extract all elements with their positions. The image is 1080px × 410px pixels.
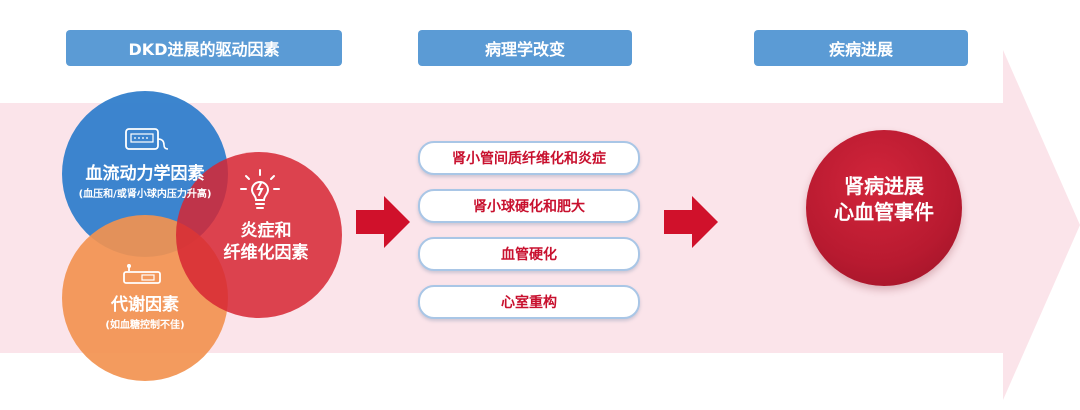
outcome-circle <box>806 130 962 286</box>
outcome-label: 肾病进展 心血管事件 <box>806 173 962 225</box>
hemodynamic-label: 血流动力学因素 (血压和/或肾小球内压力升高) <box>62 163 228 202</box>
outcome-line2: 心血管事件 <box>834 200 934 224</box>
inflammation-title-line2: 纤维化因素 <box>223 243 309 263</box>
metabolic-subtitle: (如血糖控制不佳) <box>105 320 185 331</box>
metabolic-title: 代谢因素 <box>111 295 179 315</box>
blood-pressure-monitor-icon <box>125 128 169 150</box>
lightbulb-icon <box>240 169 280 209</box>
header-progression: 疾病进展 <box>754 30 968 66</box>
inflammation-title-line1: 炎症和 <box>240 221 292 241</box>
pathology-item-3: 血管硬化 <box>418 237 640 271</box>
outcome-line1: 肾病进展 <box>844 174 924 198</box>
pathology-item-1: 肾小管间质纤维化和炎症 <box>418 141 640 175</box>
header-pathology: 病理学改变 <box>418 30 632 66</box>
hemodynamic-subtitle: (血压和/或肾小球内压力升高) <box>78 189 212 200</box>
arrow-right-icon <box>356 196 410 248</box>
glucose-meter-icon <box>123 264 161 284</box>
circle-inflammation <box>176 152 342 318</box>
pathology-item-4: 心室重构 <box>418 285 640 319</box>
hemodynamic-title: 血流动力学因素 <box>85 164 205 184</box>
header-drivers: DKD进展的驱动因素 <box>66 30 342 66</box>
inflammation-label: 炎症和 纤维化因素 <box>206 220 326 264</box>
arrow-right-icon <box>664 196 718 248</box>
pathology-item-2: 肾小球硬化和肥大 <box>418 189 640 223</box>
metabolic-label: 代谢因素 (如血糖控制不佳) <box>62 294 228 333</box>
